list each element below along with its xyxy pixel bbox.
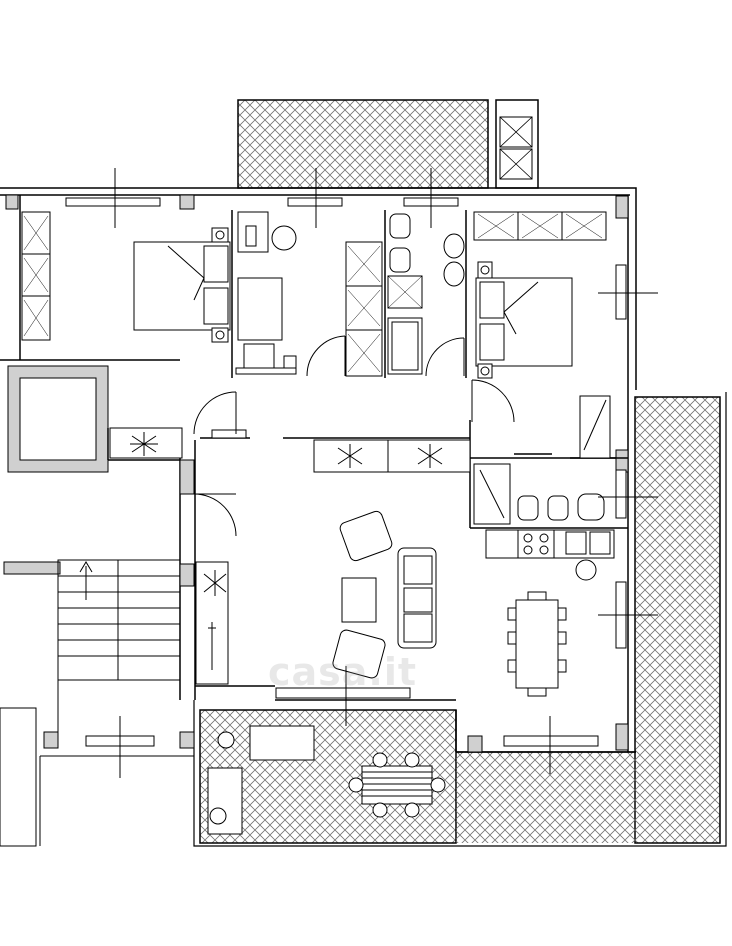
desk-icon [235,211,297,375]
reference-lines [114,168,658,778]
plant-icon [130,432,443,670]
stove-icon [485,529,615,581]
wall-pillars [3,194,629,753]
sideboard-icon [109,427,471,685]
bathroom-1 [387,213,465,375]
sofa-icon [341,547,437,649]
armchair-icon [332,510,393,679]
double-bed-icon [475,261,573,379]
terrace-right [634,396,721,844]
outdoor-table-icon [348,752,446,818]
wardrobe-icon [21,211,51,341]
wardrobe-icon [473,211,607,241]
doors [193,335,515,537]
lounge-chair-icon [207,725,315,835]
dining-table-icon [507,591,567,697]
wardrobe-icon [345,241,383,377]
double-bed-icon [133,227,231,343]
terrace-top [237,99,539,189]
stairs-icon [0,559,194,847]
bathroom-2 [473,395,611,525]
